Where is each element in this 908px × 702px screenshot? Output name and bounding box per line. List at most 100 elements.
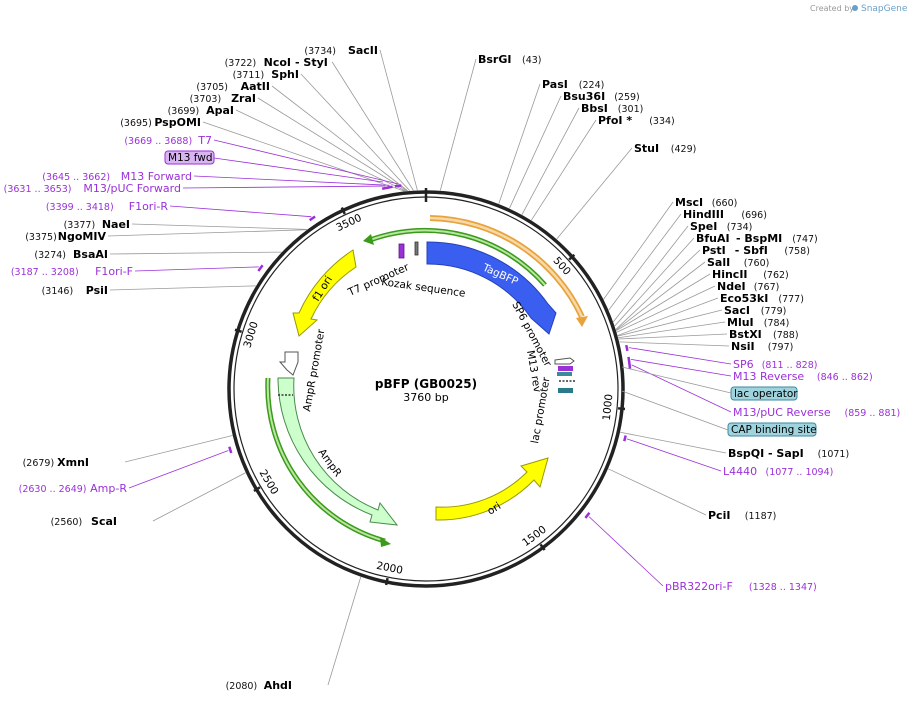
feature-kozak	[414, 241, 419, 256]
site-position: (758)	[784, 246, 810, 257]
cap-binding-site-box: CAP binding site	[727, 422, 817, 437]
primer-label[interactable]: SP6(811 .. 828)	[733, 358, 817, 371]
primer-name: L4440	[723, 465, 757, 478]
site-name: AatII	[241, 80, 270, 93]
site-name: BfuAI	[696, 232, 730, 245]
primer-name: pBR322ori-F	[665, 580, 733, 593]
restriction-site[interactable]: BfuAI- BspMI(747)	[696, 232, 818, 245]
site-name-alias: - StyI	[295, 56, 328, 69]
restriction-site[interactable]: (3734)SacII	[304, 44, 378, 57]
restriction-site[interactable]: PasI(224)	[542, 78, 604, 91]
primer-label[interactable]: M13/pUC Reverse(859 .. 881)	[733, 406, 900, 419]
restriction-site[interactable]: PfoI *(334)	[598, 114, 675, 127]
site-leader	[608, 468, 707, 516]
tick-mark	[568, 253, 576, 261]
site-leader	[202, 121, 405, 192]
restriction-site[interactable]: SacI(779)	[724, 304, 786, 317]
site-leader	[618, 321, 726, 339]
primer-label[interactable]: M13 Reverse(846 .. 862)	[733, 370, 873, 383]
primer-label[interactable]: (3645 .. 3662)M13 Forward	[42, 170, 192, 183]
site-position: (334)	[649, 116, 675, 127]
primer-position: (1328 .. 1347)	[749, 582, 817, 593]
primer-mark	[584, 512, 591, 519]
restriction-site[interactable]: Bsu36I(259)	[563, 90, 640, 103]
site-position: (3377)	[64, 220, 96, 231]
plasmid-length: 3760 bp	[403, 391, 448, 404]
primer-position: (3645 .. 3662)	[42, 172, 110, 183]
restriction-site[interactable]: NdeI(767)	[717, 280, 779, 293]
site-leader	[498, 83, 541, 204]
site-name: NgoMIV	[58, 230, 107, 243]
site-leader	[300, 73, 411, 191]
restriction-site[interactable]: MscI(660)	[675, 196, 737, 209]
primer-label[interactable]: (3187 .. 3208)F1ori-F	[11, 265, 133, 278]
primer-mark	[625, 344, 629, 352]
site-name: NaeI	[102, 218, 130, 231]
primer-label[interactable]: L4440(1077 .. 1094)	[723, 465, 833, 478]
restriction-site[interactable]: SpeI(734)	[690, 220, 752, 233]
primer-leader	[169, 205, 312, 218]
site-leader	[603, 201, 674, 300]
primer-label[interactable]: pBR322ori-F (1328 .. 1347)	[665, 580, 817, 593]
primer-mark	[257, 264, 264, 272]
restriction-site[interactable]: BstXI(788)	[729, 328, 799, 341]
restriction-site[interactable]: (3705)AatII	[196, 80, 270, 93]
feature-m13-rev	[558, 366, 573, 371]
site-name: NsiI	[731, 340, 755, 353]
site-leader	[615, 261, 706, 331]
restriction-site[interactable]: PstI- SbfI(758)	[702, 244, 810, 257]
restriction-site[interactable]: NsiI(797)	[731, 340, 793, 353]
restriction-site[interactable]: SalI(760)	[707, 256, 769, 269]
primer-leader	[134, 266, 259, 272]
restriction-site[interactable]: (3699)ApaI	[168, 104, 234, 117]
site-leader	[439, 58, 477, 191]
restriction-site[interactable]: Eco53kI(777)	[720, 292, 804, 305]
restriction-site[interactable]: (3146)PsiI	[42, 284, 108, 297]
restriction-site[interactable]: (3711)SphI	[233, 68, 299, 81]
restriction-site[interactable]: (3722)NcoI- StyI	[225, 56, 328, 69]
restriction-site[interactable]: (3377) NaeI	[64, 218, 130, 231]
site-leader	[614, 237, 695, 327]
site-leader	[608, 213, 682, 311]
restriction-site[interactable]: (3695)PspOMI	[120, 116, 201, 129]
restriction-site[interactable]: MluI(784)	[727, 316, 789, 329]
restriction-site[interactable]: BsrGI(43)	[478, 53, 542, 66]
restriction-site[interactable]: StuI(429)	[634, 142, 696, 155]
primer-position: (2630 .. 2649)	[19, 484, 87, 495]
site-position: (734)	[727, 222, 753, 233]
restriction-site[interactable]: PciI(1187)	[708, 509, 776, 522]
restriction-site[interactable]: (2560)ScaI	[51, 515, 117, 528]
primer-position: (3187 .. 3208)	[11, 267, 79, 278]
site-position: (1071)	[818, 449, 850, 460]
restriction-site[interactable]: HincII(762)	[712, 268, 789, 281]
restriction-site[interactable]: (2080)AhdI	[226, 679, 292, 692]
primer-position: (859 .. 881)	[845, 408, 901, 419]
primer-label[interactable]: (2630 .. 2649)Amp-R	[19, 482, 128, 495]
restriction-site[interactable]: (3274)BsaAI	[34, 248, 108, 261]
primer-label[interactable]: (3631 .. 3653)M13/pUC Forward	[4, 182, 181, 195]
restriction-site[interactable]: (3703)ZraI	[190, 92, 256, 105]
site-leader	[615, 249, 701, 330]
primer-position: (811 .. 828)	[762, 360, 818, 371]
site-name: BsrGI	[478, 53, 511, 66]
site-name: AhdI	[264, 679, 292, 692]
primer-label[interactable]: (3399 .. 3418)F1ori-R	[46, 200, 169, 213]
site-name: MscI	[675, 196, 703, 209]
site-name: SacII	[348, 44, 378, 57]
m13-fwd-box: M13 fwd	[164, 150, 215, 165]
site-position: (777)	[778, 294, 804, 305]
site-leader	[109, 285, 256, 291]
restriction-site[interactable]: (2679)XmnI	[23, 456, 89, 469]
primer-leader	[193, 175, 390, 186]
feature-cap-site	[558, 388, 573, 393]
feature-lac-operator	[557, 372, 572, 376]
restriction-site[interactable]: (3375)NgoMIV	[25, 230, 106, 243]
primer-mark	[228, 446, 233, 454]
site-name: PsiI	[86, 284, 108, 297]
restriction-site[interactable]: BspQI- SapI(1071)	[728, 447, 849, 460]
primer-label[interactable]: (3669 .. 3688)T7	[124, 134, 212, 147]
primer-position: (3631 .. 3653)	[4, 184, 72, 195]
restriction-site[interactable]: HindIII(696)	[683, 208, 767, 221]
restriction-site[interactable]: BbsI(301)	[581, 102, 643, 115]
